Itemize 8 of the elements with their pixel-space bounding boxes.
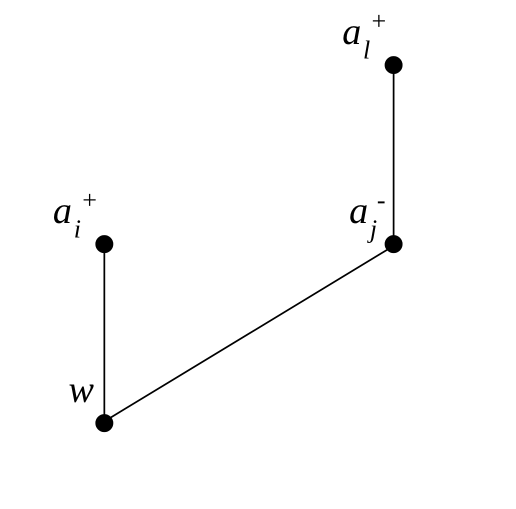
node-circle: [94, 414, 113, 432]
connector: [110, 249, 387, 418]
node-circle: [384, 56, 402, 74]
node-circle: [384, 235, 402, 254]
connector: [392, 73, 394, 236]
node-circle: [94, 235, 113, 254]
node-label: w: [68, 369, 94, 412]
connector: [102, 252, 105, 415]
